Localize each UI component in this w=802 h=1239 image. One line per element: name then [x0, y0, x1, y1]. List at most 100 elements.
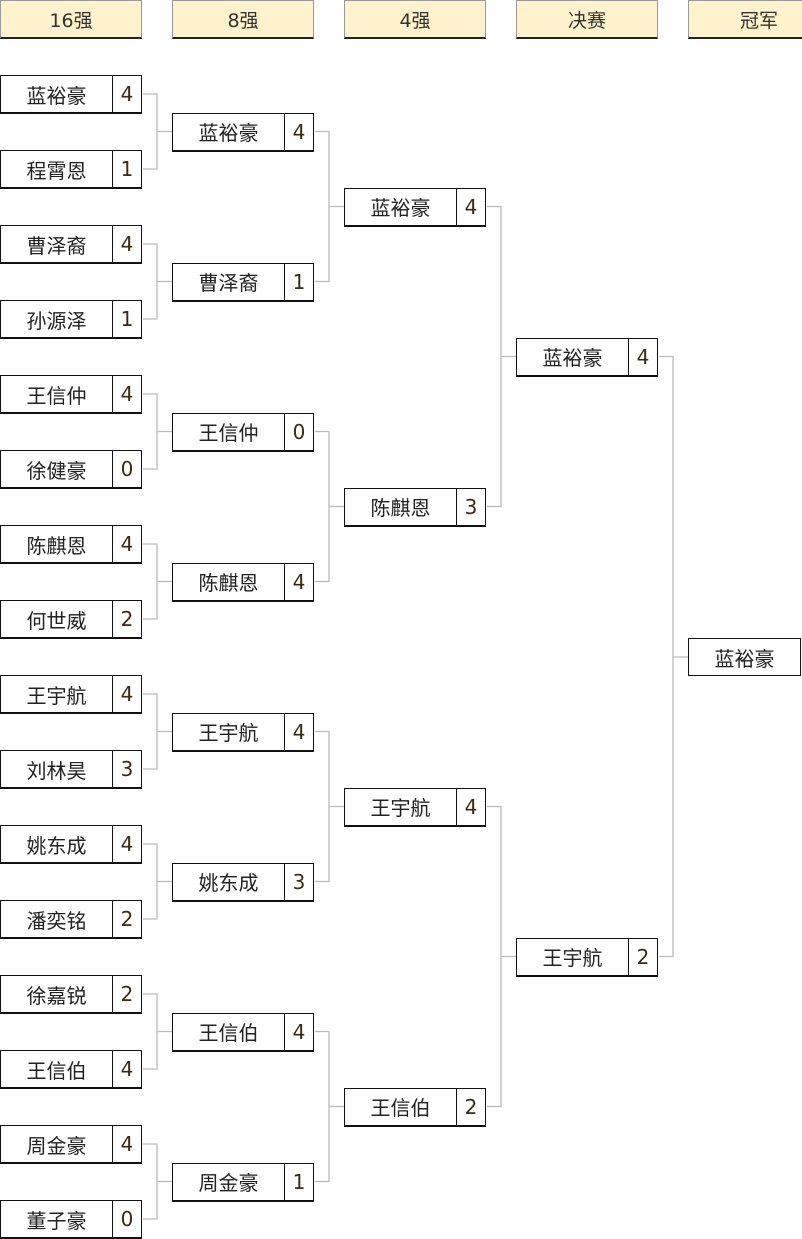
player-name: 周金豪 — [1, 1126, 113, 1162]
player-score: 4 — [292, 719, 306, 744]
player-score: 4 — [292, 1019, 306, 1044]
header-semifinal: 4强 — [344, 0, 486, 39]
match-slot-round-of-16: 徐健豪 0 — [0, 450, 142, 489]
bracket-connector — [143, 843, 172, 920]
player-name: 王宇航 — [173, 713, 285, 750]
player-name: 王信仲 — [1, 376, 113, 412]
match-slot-round-of-16: 周金豪 4 — [0, 1125, 142, 1164]
player-score: 0 — [120, 457, 134, 481]
bracket-connector — [143, 693, 172, 770]
bracket-connector — [143, 993, 172, 1070]
player-score: 1 — [292, 269, 306, 294]
player-name: 姚东成 — [173, 863, 285, 900]
player-name: 孙源泽 — [1, 301, 113, 337]
player-score: 0 — [120, 1207, 134, 1231]
player-name: 周金豪 — [173, 1163, 285, 1200]
bracket-connector — [143, 243, 172, 320]
match-slot-round-of-16: 徐嘉锐 2 — [0, 975, 142, 1014]
player-name: 程霄恩 — [1, 151, 113, 187]
header-final: 决赛 — [516, 0, 658, 39]
match-slot-quarterfinal: 王信伯 4 — [172, 1012, 314, 1052]
player-name: 潘奕铭 — [1, 901, 113, 937]
player-name: 何世威 — [1, 601, 113, 637]
player-name: 蓝裕豪 — [345, 188, 457, 225]
player-score: 4 — [120, 682, 134, 706]
player-name: 陈麒恩 — [173, 563, 285, 600]
player-name: 蓝裕豪 — [517, 338, 629, 375]
bracket-connector — [315, 430, 344, 583]
bracket-connector — [143, 543, 172, 620]
player-score: 4 — [292, 119, 306, 144]
header-round-of-16: 16强 — [0, 0, 142, 39]
match-slot-quarterfinal: 周金豪 1 — [172, 1162, 314, 1202]
match-slot-round-of-16: 姚东成 4 — [0, 825, 142, 864]
player-name: 蓝裕豪 — [1, 76, 113, 112]
player-score: 2 — [464, 1094, 478, 1119]
match-slot-quarterfinal: 姚东成 3 — [172, 862, 314, 902]
match-slot-round-of-16: 孙源泽 1 — [0, 300, 142, 339]
match-slot-round-of-16: 蓝裕豪 4 — [0, 75, 142, 114]
player-score: 4 — [292, 569, 306, 594]
match-slot-round-of-16: 王信仲 4 — [0, 375, 142, 414]
player-score: 4 — [120, 832, 134, 856]
bracket-connector — [143, 393, 172, 470]
match-slot-round-of-16: 王信伯 4 — [0, 1050, 142, 1089]
champion-slot: 蓝裕豪 — [688, 638, 801, 676]
player-score: 2 — [120, 607, 134, 631]
player-name: 蓝裕豪 — [173, 113, 285, 150]
player-score: 4 — [120, 1057, 134, 1081]
player-name: 姚东成 — [1, 826, 113, 862]
player-name: 徐嘉锐 — [1, 976, 113, 1012]
player-name: 刘林昊 — [1, 751, 113, 787]
player-score: 3 — [464, 494, 478, 519]
player-score: 2 — [636, 944, 650, 969]
player-name: 曹泽裔 — [1, 226, 113, 262]
player-score: 4 — [464, 194, 478, 219]
player-score: 0 — [292, 419, 306, 444]
bracket-connector — [659, 355, 688, 958]
player-score: 3 — [120, 757, 134, 781]
match-slot-semifinal: 王宇航 4 — [344, 787, 486, 827]
bracket-connector — [487, 805, 516, 1108]
bracket-connector — [315, 730, 344, 883]
player-name: 王信仲 — [173, 413, 285, 450]
player-score: 3 — [292, 869, 306, 894]
bracket-connector — [143, 1143, 172, 1220]
header-quarterfinal: 8强 — [172, 0, 314, 39]
match-slot-quarterfinal: 王宇航 4 — [172, 712, 314, 752]
player-name: 徐健豪 — [1, 451, 113, 487]
match-slot-round-of-16: 刘林昊 3 — [0, 750, 142, 789]
player-score: 1 — [120, 157, 134, 181]
player-score: 4 — [120, 1132, 134, 1156]
player-name: 王信伯 — [1, 1051, 113, 1087]
player-score: 4 — [120, 532, 134, 556]
player-score: 1 — [292, 1169, 306, 1194]
player-score: 4 — [120, 232, 134, 256]
player-name: 陈麒恩 — [1, 526, 113, 562]
player-name: 王宇航 — [345, 788, 457, 825]
player-name: 王信伯 — [173, 1013, 285, 1050]
match-slot-quarterfinal: 王信仲 0 — [172, 412, 314, 452]
player-score: 4 — [636, 344, 650, 369]
bracket-connector — [487, 205, 516, 508]
match-slot-semifinal: 蓝裕豪 4 — [344, 187, 486, 227]
player-score: 1 — [120, 307, 134, 331]
player-score: 2 — [120, 982, 134, 1006]
bracket-connector — [143, 93, 172, 170]
player-score: 4 — [464, 794, 478, 819]
match-slot-round-of-16: 何世威 2 — [0, 600, 142, 639]
bracket-connector — [315, 130, 344, 283]
player-score: 4 — [120, 382, 134, 406]
match-slot-round-of-16: 程霄恩 1 — [0, 150, 142, 189]
player-score: 4 — [120, 82, 134, 106]
match-slot-round-of-16: 陈麒恩 4 — [0, 525, 142, 564]
match-slot-quarterfinal: 陈麒恩 4 — [172, 562, 314, 602]
header-champion: 冠军 — [688, 0, 802, 39]
